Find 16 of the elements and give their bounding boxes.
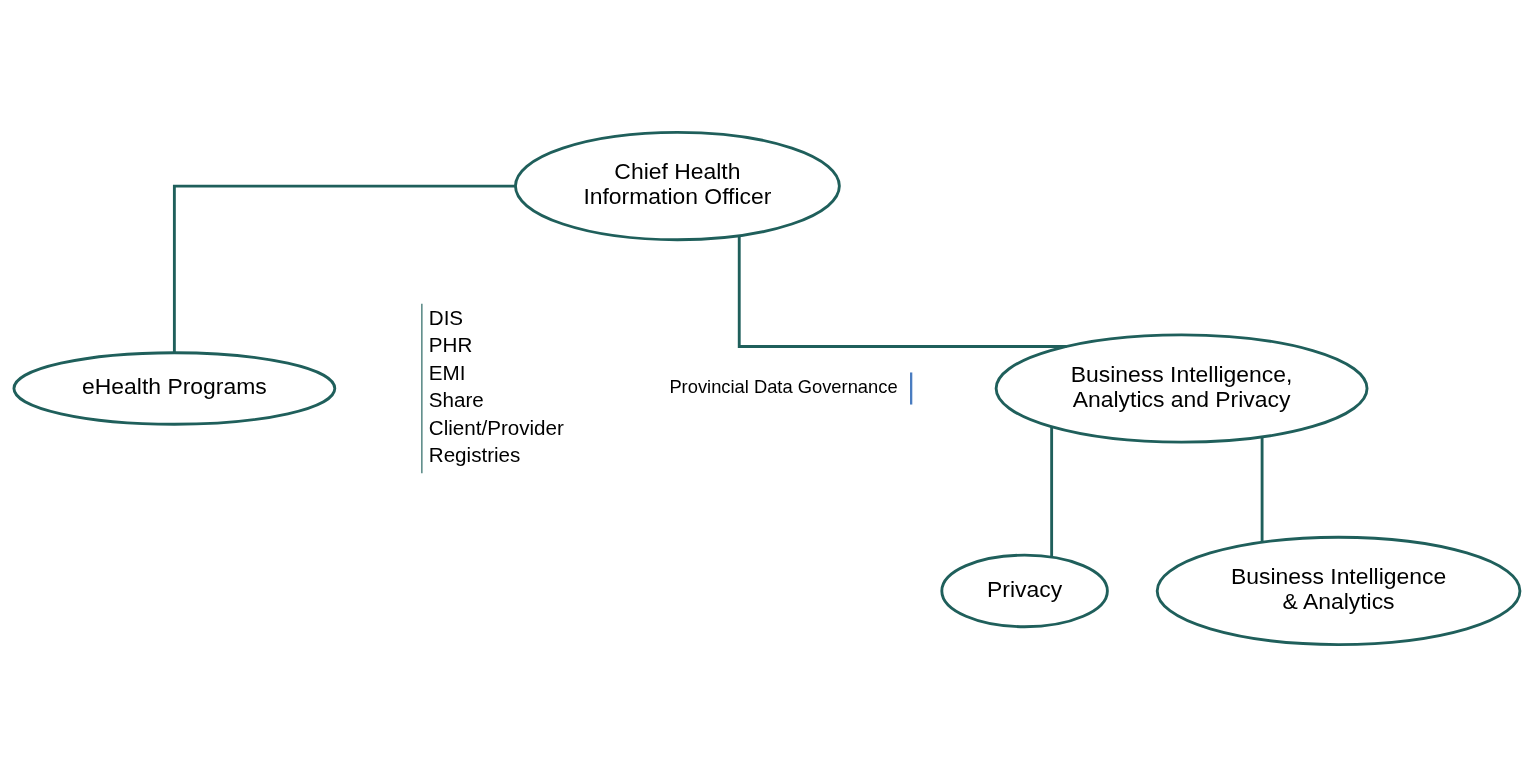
connector [1260, 437, 1263, 543]
label: Client/Provider [428, 415, 564, 439]
node-ellipse: Business Intelligence, Analytics and Privacy [994, 333, 1368, 444]
label: Provincial Data Governance [668, 375, 898, 397]
connector [172, 184, 515, 353]
node-ellipse: Privacy [939, 553, 1109, 629]
node-ellipse: Business Intelligence & Analytics [1155, 535, 1521, 647]
label: PHR [428, 333, 472, 357]
connector [737, 235, 1066, 348]
connector [1049, 427, 1053, 558]
label: DIS [428, 305, 463, 329]
label: EMI [428, 360, 465, 384]
node-ellipse: eHealth Programs [12, 351, 336, 426]
node-ellipse: Chief Health Information Officer [513, 130, 841, 242]
label: Registries [428, 443, 520, 467]
label: Share [428, 388, 484, 412]
